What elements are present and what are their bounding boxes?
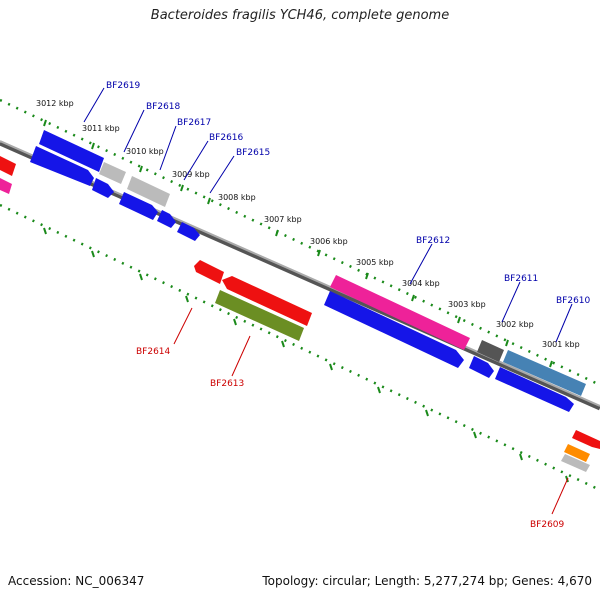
gene-bf2616 <box>119 192 158 220</box>
gene-bf2612-pink <box>330 275 470 350</box>
gene-label-bf2610: BF2610 <box>556 296 591 306</box>
gene-bf2617-arrow <box>92 178 114 198</box>
outer-track <box>0 98 600 387</box>
kbp-label: 3007 kbp <box>264 215 302 224</box>
inner-ticks <box>43 227 569 483</box>
gene-label-bf2615: BF2615 <box>236 148 270 158</box>
gene-label-bf2611: BF2611 <box>504 274 538 284</box>
gene-features <box>0 130 600 472</box>
gene-label-bf2618: BF2618 <box>146 102 181 112</box>
leader-lines <box>83 87 573 515</box>
gene-bf2611-arrow <box>469 356 494 378</box>
gene-bf2609-gray <box>561 454 590 472</box>
gene-bf2614 <box>194 260 224 284</box>
kbp-label: 3006 kbp <box>310 237 348 246</box>
gene-label-bf2609: BF2609 <box>530 520 565 530</box>
gene-bf2613-red <box>222 276 312 326</box>
gene-bf2617 <box>127 176 170 207</box>
kbp-label: 3008 kbp <box>218 193 256 202</box>
kbp-label: 3003 kbp <box>448 300 486 309</box>
kbp-label: 3005 kbp <box>356 258 394 267</box>
gene-pink-left <box>0 178 12 194</box>
gene-bf2610-steel <box>503 350 586 396</box>
gene-bf2611-gray <box>477 340 504 362</box>
kbp-label: 3011 kbp <box>82 124 120 133</box>
gene-label-bf2612: BF2612 <box>416 236 450 246</box>
gene-bf2619 <box>39 130 104 172</box>
gene-bf2615-a <box>157 210 176 228</box>
gene-label-bf2613: BF2613 <box>210 379 244 389</box>
gene-bf2612-blue <box>324 291 464 368</box>
gene-label-bf2617: BF2617 <box>177 118 211 128</box>
gene-bf2609-red <box>572 430 600 449</box>
kbp-label: 3004 kbp <box>402 279 440 288</box>
kbp-label: 3002 kbp <box>496 320 534 329</box>
outer-ticks <box>43 119 553 368</box>
gene-bf2615-b <box>177 222 200 241</box>
map-title: Bacteroides fragilis YCH46, complete gen… <box>150 8 450 23</box>
gene-bf2610-blue <box>495 367 574 412</box>
kbp-label: 3010 kbp <box>126 147 164 156</box>
inner-track <box>0 203 600 492</box>
kbp-label: 3009 kbp <box>172 170 210 179</box>
kbp-label: 3001 kbp <box>542 340 580 349</box>
genome-summary-text: Topology: circular; Length: 5,277,274 bp… <box>262 574 592 588</box>
gene-bf2618 <box>99 162 126 184</box>
gene-labels: BF2619 BF2618 BF2617 BF2616 BF2615 BF261… <box>106 81 591 530</box>
gene-bf2613-olive <box>215 290 304 341</box>
gene-red-left <box>0 156 16 176</box>
gene-label-bf2614: BF2614 <box>136 347 171 357</box>
kbp-labels: 3012 kbp 3011 kbp 3010 kbp 3009 kbp 3008… <box>36 99 580 349</box>
gene-label-bf2619: BF2619 <box>106 81 141 91</box>
gene-bf2609-orange <box>564 444 590 462</box>
accession-text: Accession: NC_006347 <box>8 574 145 588</box>
gene-label-bf2616: BF2616 <box>209 133 244 143</box>
kbp-label: 3012 kbp <box>36 99 74 108</box>
gene-bf2619-b <box>30 146 94 186</box>
